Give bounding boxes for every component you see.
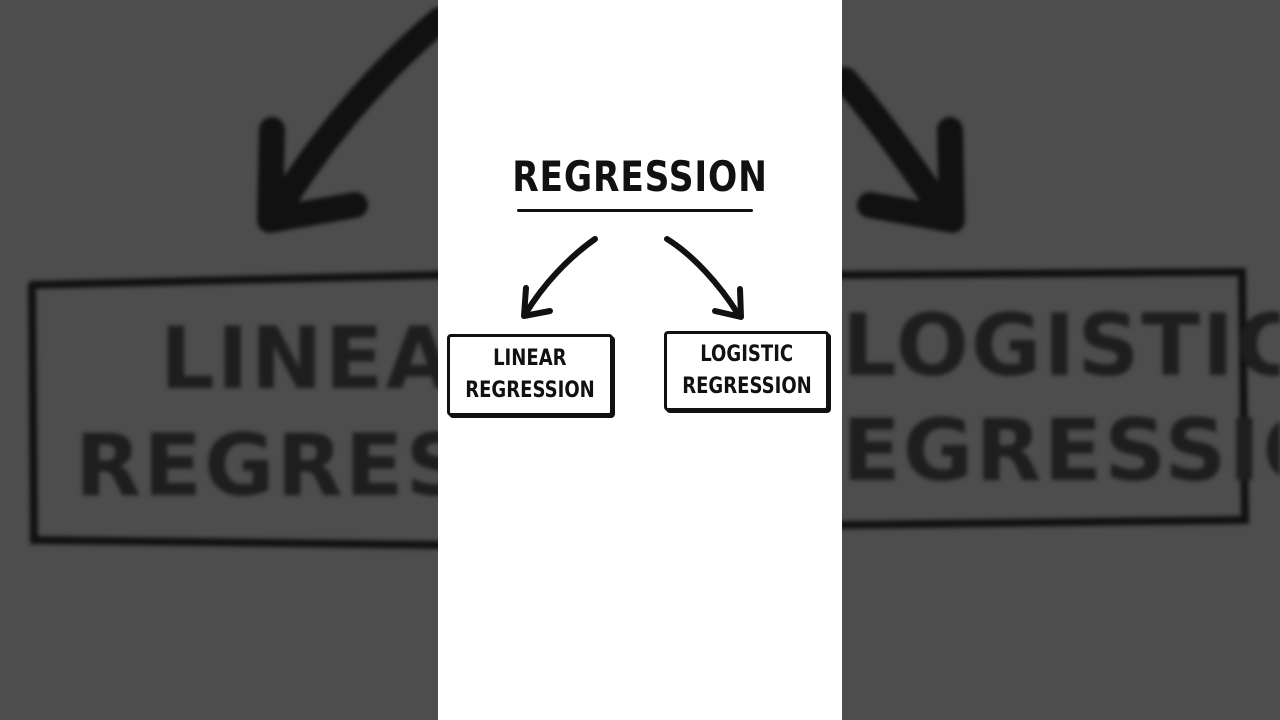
left-arrowhead-icon [521,285,553,319]
background-left-box [28,271,444,549]
background-right-box [838,267,1250,529]
right-arrowhead-icon [712,286,744,320]
linear-regression-line2: REGRESSION [465,378,595,403]
background-right-text-1: LOGISTIC [842,296,1280,396]
background-right-arrow [832,67,958,228]
logistic-regression-line1: LOGISTIC [700,342,793,367]
linear-regression-line1: LINEAR [493,346,567,371]
diagram-title: REGRESSION [512,152,768,201]
logistic-regression-line2: REGRESSION [681,374,812,399]
logistic-regression-box: LOGISTIC REGRESSION [664,331,829,411]
linear-regression-box: LINEAR REGRESSION [447,334,613,416]
left-branch-arrow [523,236,598,316]
background-left-arrowhead [257,117,368,233]
right-branch-arrow [664,236,741,317]
diagram-panel: REGRESSION LINEAR REGRESSION LOGISTIC RE… [438,0,842,720]
background-left-arrow [262,7,453,228]
background-right-arrowhead [857,117,965,233]
background-right-text-2: EGRESSION [842,401,1280,501]
branch-arrows [521,236,744,320]
title-underline [517,209,753,212]
